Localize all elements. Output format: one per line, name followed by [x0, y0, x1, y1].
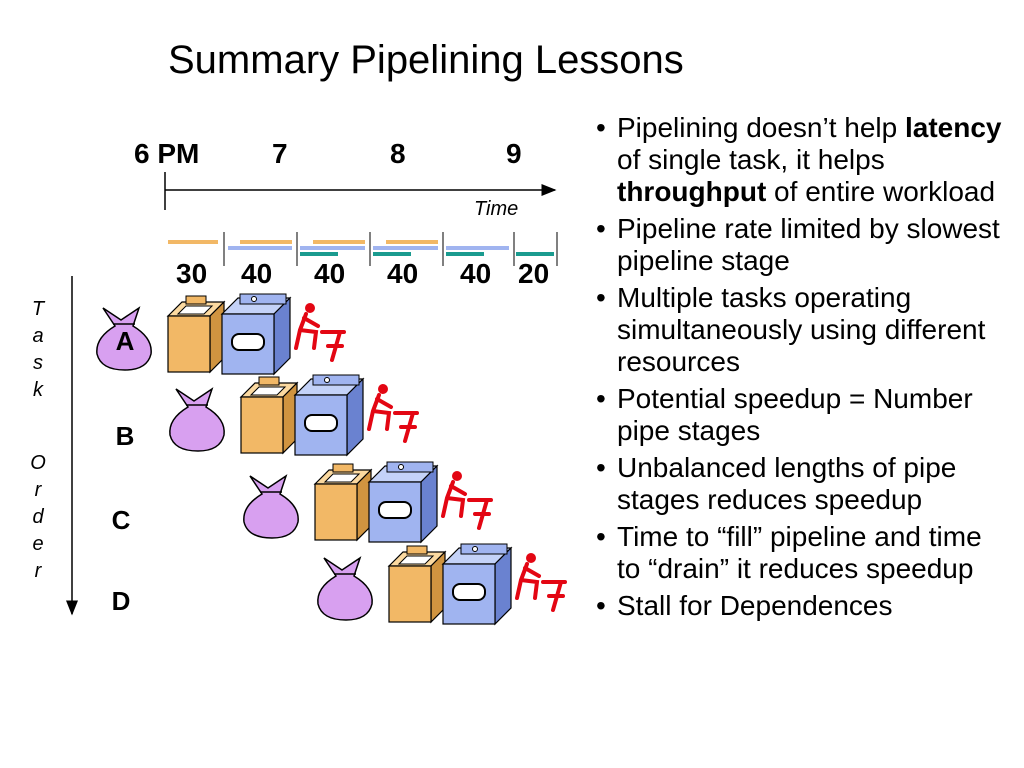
dryer-icon: [441, 543, 513, 626]
task-order-letter: O: [30, 452, 46, 474]
washer-icon: [166, 295, 226, 374]
task-row-a: [96, 293, 346, 376]
task-row-b: [169, 374, 419, 457]
stage-duration: 40: [387, 258, 419, 289]
bullet-item: Stall for Dependences: [592, 590, 1012, 622]
bullet-item: Potential speedup = Number pipe stages: [592, 383, 1012, 447]
folding-person-icon: [367, 384, 419, 443]
bullet-text: Pipelining doesn’t help: [617, 112, 905, 143]
stage-duration: 40: [241, 258, 273, 289]
bullet-item: Unbalanced lengths of pipe stages reduce…: [592, 452, 1012, 516]
bullet-text: Unbalanced lengths of pipe stages reduce…: [617, 452, 957, 515]
stage-duration: 20: [518, 258, 550, 289]
task-order-letter: k: [33, 379, 43, 401]
hour-label-9: 9: [506, 138, 522, 169]
folding-person-icon: [294, 303, 346, 362]
lesson-bullet-list: Pipelining doesn’t help latency of singl…: [592, 112, 1012, 627]
stage-separators: [223, 232, 558, 266]
task-order-letter: s: [33, 352, 43, 374]
task-row-c: [243, 461, 493, 544]
bullet-text: of single task, it helps: [617, 144, 885, 175]
washer-icon: [313, 463, 373, 542]
bullet-text: Pipeline rate limited by slowest pipelin…: [617, 213, 1000, 276]
task-order-letter: r: [34, 560, 42, 582]
task-order-letter: T: [31, 298, 45, 320]
task-label-a: A: [115, 326, 135, 356]
dryer-icon: [367, 461, 439, 544]
bullet-text: Stall for Dependences: [617, 590, 893, 621]
stage-duration: 40: [314, 258, 346, 289]
task-label-b: B: [115, 421, 135, 451]
folding-person-icon: [515, 553, 567, 612]
stage-duration: 30: [176, 258, 208, 289]
bullet-text: Potential speedup = Number pipe stages: [617, 383, 973, 446]
bullet-emphasis: throughput: [617, 176, 767, 207]
bullet-text: Multiple tasks operating simultaneously …: [617, 282, 986, 377]
stage-duration: 40: [460, 258, 492, 289]
bullet-text: of entire workload: [766, 176, 996, 207]
dryer-icon: [293, 374, 365, 457]
dryer-icon: [220, 293, 292, 376]
hour-label-8: 8: [390, 138, 406, 169]
task-order-letter: e: [32, 533, 44, 555]
washer-icon: [387, 545, 447, 624]
bullet-emphasis: latency: [904, 112, 1002, 143]
task-order-letter: d: [32, 506, 44, 528]
task-order-letter: r: [34, 479, 42, 501]
washer-icon: [239, 376, 299, 455]
task-row-d: [317, 543, 567, 626]
hour-label-7: 7: [272, 138, 288, 169]
bullet-item: Pipelining doesn’t help latency of singl…: [592, 112, 1012, 208]
laundry-bag-icon: [243, 474, 299, 539]
laundry-bag-icon: [317, 556, 373, 621]
task-order-letter: a: [32, 325, 44, 347]
bullet-text: Time to “fill” pipeline and time to “dra…: [617, 521, 982, 584]
time-axis-label: Time: [474, 198, 519, 220]
laundry-bag-icon: [96, 306, 152, 371]
stage-bars: [168, 240, 554, 256]
bullet-item: Pipeline rate limited by slowest pipelin…: [592, 213, 1012, 277]
bullet-item: Time to “fill” pipeline and time to “dra…: [592, 521, 1012, 585]
bullet-item: Multiple tasks operating simultaneously …: [592, 282, 1012, 378]
task-label-c: C: [111, 505, 131, 535]
page-title: Summary Pipelining Lessons: [168, 38, 684, 82]
laundry-bag-icon: [169, 387, 225, 452]
task-label-d: D: [111, 586, 131, 616]
folding-person-icon: [441, 471, 493, 530]
hour-label-6pm: 6 PM: [134, 138, 200, 169]
